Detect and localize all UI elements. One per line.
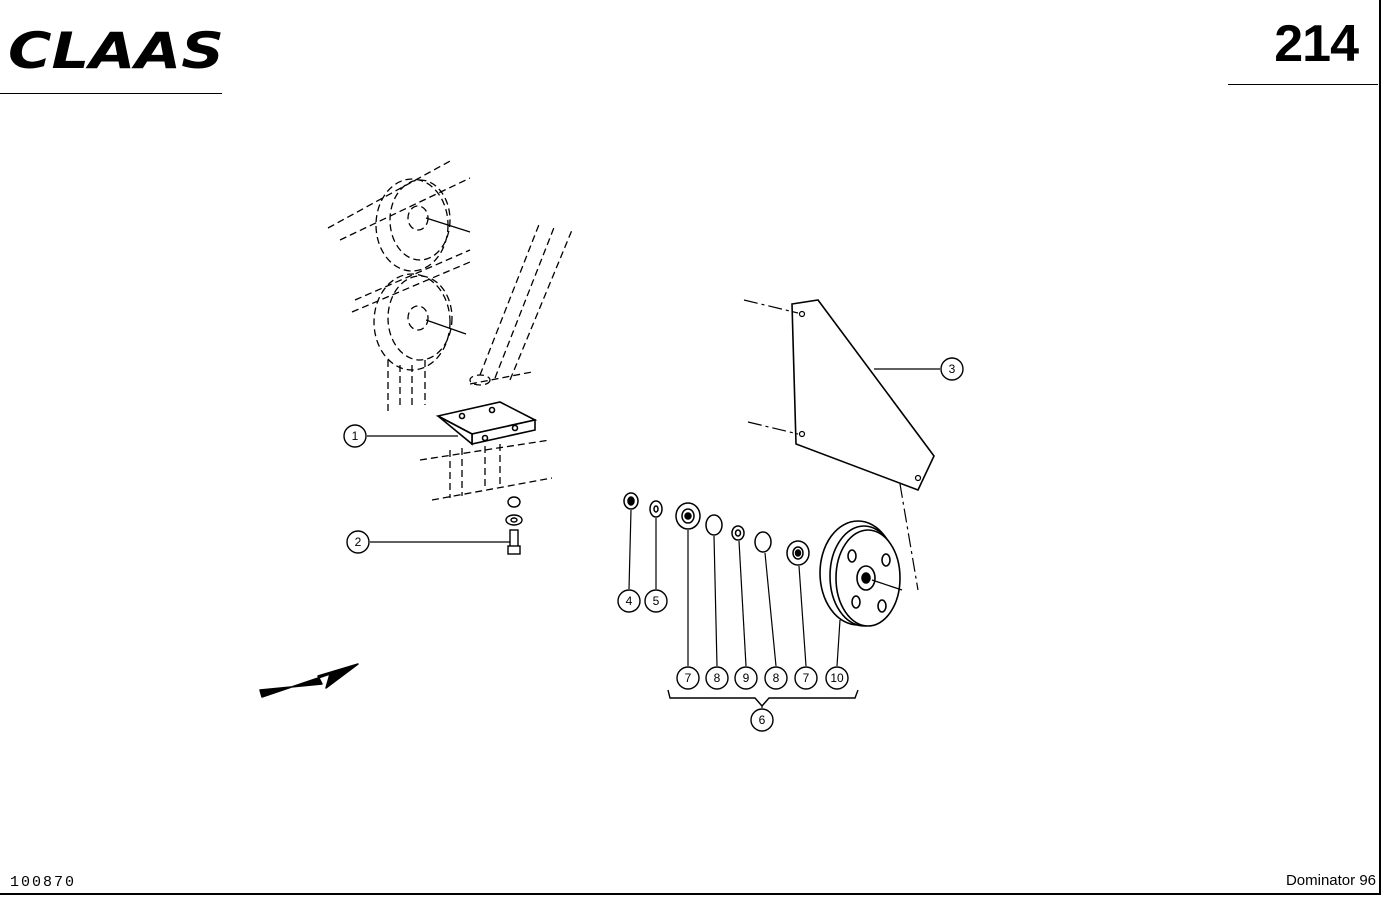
callout-circle bbox=[734, 666, 758, 690]
callout-label: 8 bbox=[773, 671, 780, 685]
callout-circle bbox=[750, 708, 774, 732]
callout-4: 4 bbox=[617, 509, 641, 613]
leader-line bbox=[798, 565, 807, 667]
kit-brace bbox=[667, 689, 859, 708]
part-7-bearing-b bbox=[786, 540, 810, 566]
page-number: 214 bbox=[1274, 15, 1359, 73]
callout-2: 2 bbox=[346, 530, 510, 554]
part-9-spacer bbox=[731, 525, 745, 541]
part-3-plate bbox=[743, 299, 935, 591]
direction-arrow-icon bbox=[259, 663, 359, 698]
part-8-ring-b bbox=[754, 531, 772, 553]
callout-label: 4 bbox=[626, 594, 633, 608]
callout-10: 10 bbox=[825, 619, 849, 690]
part-7-bearing-a bbox=[675, 502, 701, 530]
callout-label: 10 bbox=[830, 671, 844, 685]
leader-line bbox=[713, 535, 718, 667]
callout-circle bbox=[794, 666, 818, 690]
callout-label: 8 bbox=[714, 671, 721, 685]
callout-7: 7 bbox=[794, 565, 818, 690]
callout-circle bbox=[676, 666, 700, 690]
callout-label: 5 bbox=[653, 594, 660, 608]
callout-5: 5 bbox=[644, 518, 668, 613]
callout-6: 6 bbox=[750, 706, 774, 732]
callout-circle bbox=[705, 666, 729, 690]
callout-layer: 1 2 3 4 5 7 8 9 8 7 10 6 bbox=[343, 357, 964, 732]
callout-circle bbox=[825, 666, 849, 690]
model-label: Dominator 96 bbox=[1285, 872, 1376, 889]
context-hub-leaders bbox=[425, 217, 471, 335]
callout-circle bbox=[343, 424, 367, 448]
part-4-nut bbox=[623, 492, 639, 510]
header-rule-left bbox=[0, 93, 222, 94]
callout-label: 2 bbox=[355, 535, 362, 549]
context-pulley-assembly bbox=[327, 159, 573, 501]
callout-3: 3 bbox=[874, 357, 964, 381]
callout-label: 7 bbox=[803, 671, 810, 685]
callout-circle bbox=[764, 666, 788, 690]
header-rule-right bbox=[1228, 84, 1378, 85]
part-8-ring-a bbox=[705, 514, 723, 536]
figure-number: 100870 bbox=[10, 874, 77, 891]
callout-circle bbox=[617, 589, 641, 613]
callout-7: 7 bbox=[676, 530, 700, 690]
callout-1: 1 bbox=[343, 424, 458, 448]
part-10-pulley bbox=[819, 520, 903, 627]
leader-line bbox=[836, 619, 841, 667]
callout-label: 7 bbox=[685, 671, 692, 685]
callout-8: 8 bbox=[764, 552, 788, 690]
callout-9: 9 bbox=[734, 540, 758, 690]
claas-logo: CLAAS bbox=[8, 22, 224, 74]
part-1-bracket bbox=[435, 401, 538, 446]
part-5-washer bbox=[649, 500, 663, 518]
part-2-bolt-set bbox=[505, 496, 523, 555]
callout-circle bbox=[644, 589, 668, 613]
leader-line bbox=[628, 509, 632, 590]
callout-label: 3 bbox=[949, 362, 956, 376]
callout-circle bbox=[940, 357, 964, 381]
leader-line bbox=[738, 540, 747, 667]
leader-line bbox=[764, 552, 777, 667]
callout-8: 8 bbox=[705, 535, 729, 690]
callout-label: 6 bbox=[759, 713, 766, 727]
callout-label: 9 bbox=[743, 671, 750, 685]
callout-circle bbox=[346, 530, 370, 554]
callout-label: 1 bbox=[352, 429, 359, 443]
svg-text:CLAAS: CLAAS bbox=[8, 22, 224, 74]
